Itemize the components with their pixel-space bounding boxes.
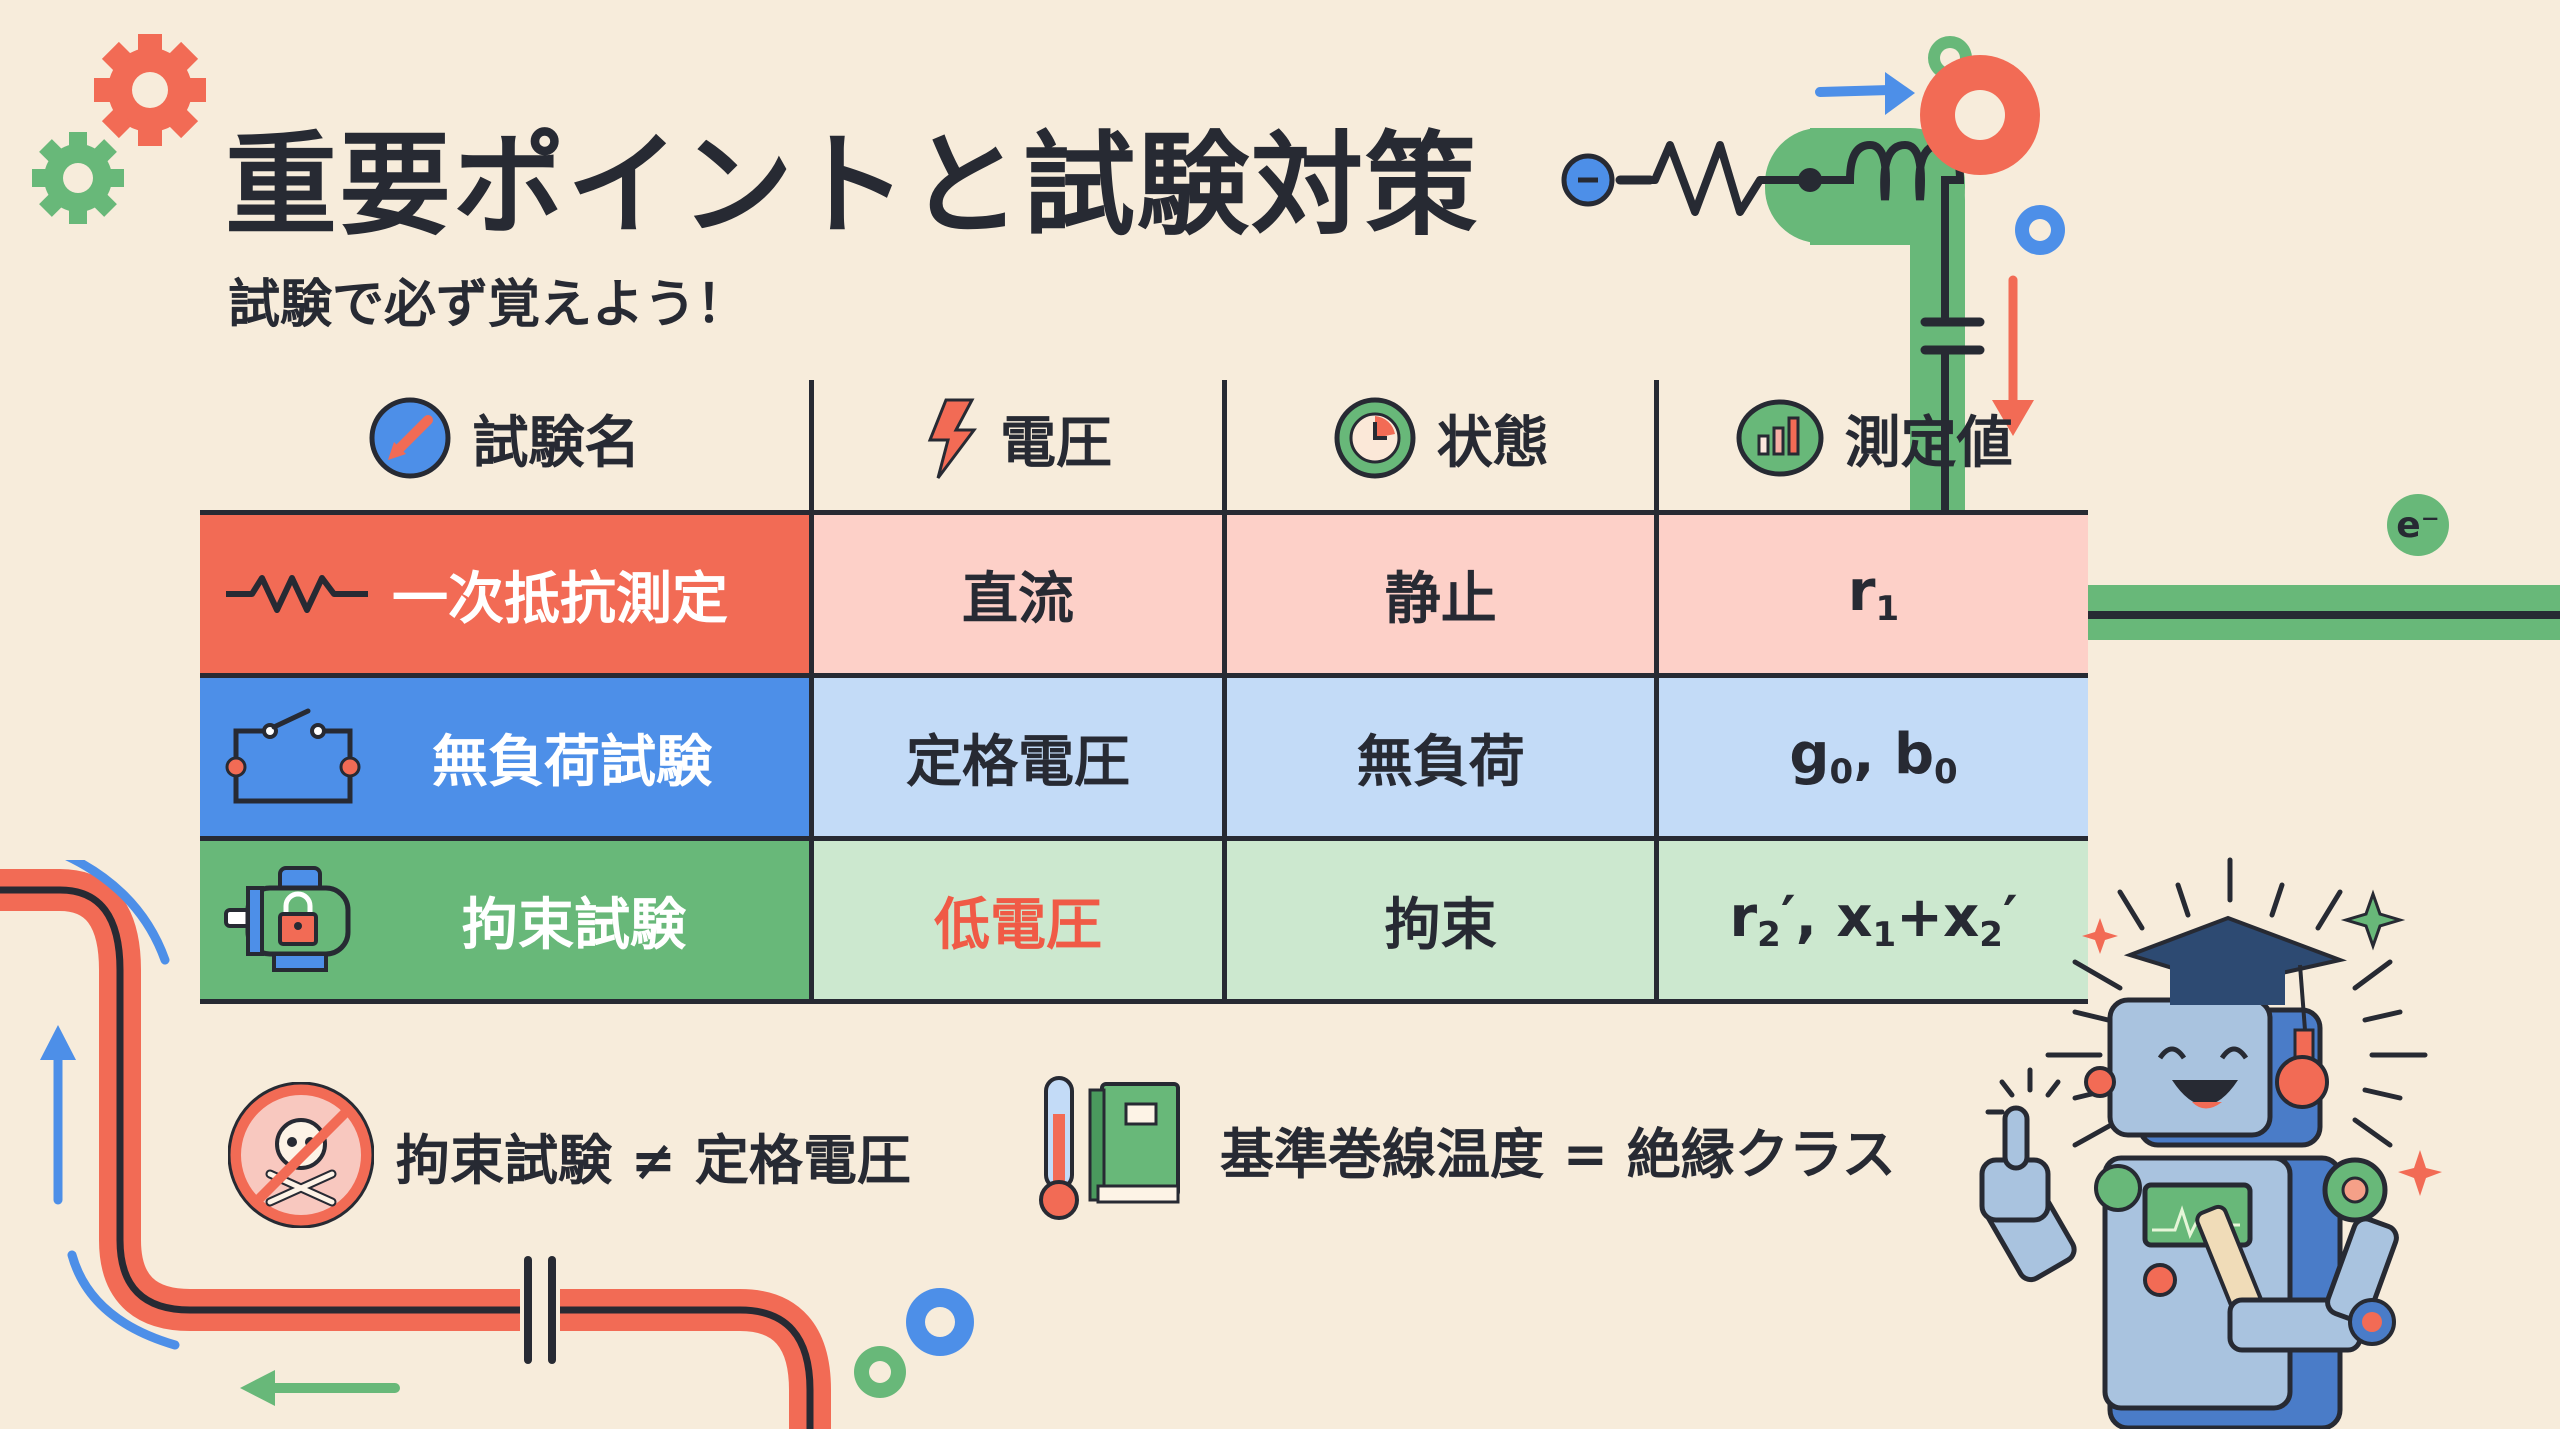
measured-value-cell: g0, b0 [1654,673,2088,841]
test-name-cell: 拘束試験 [200,836,814,1004]
electron-badge: e⁻ [2387,494,2449,556]
column-header-voltage: 電圧 [808,380,1228,515]
lightning-icon [927,398,978,479]
voltage-cell: 低電圧 [808,836,1228,1004]
page-title: 重要ポイントと試験対策 [225,121,1479,251]
column-header-label: 電圧 [1000,410,1113,476]
gear-clock-icon [1334,397,1416,479]
voltage-cell: 定格電圧 [808,673,1228,841]
pencil-icon [369,397,451,479]
table-row-primary-resistance: 一次抵抗測定 直流 静止 r1 [200,510,2088,678]
test-name-cell: 一次抵抗測定 [200,510,814,678]
note-locked-rotor: 拘束試験 ≠ 定格電圧 [228,1082,911,1228]
table-header-row: 試験名 電圧 状態 測定値 [200,380,2088,515]
test-name-label: 一次抵抗測定 [392,566,728,632]
note-reference-temperature: 基準巻線温度 = 絶縁クラス [1038,1074,1896,1224]
column-header-label: 試験名 [472,410,641,476]
table-row-no-load-test: 無負荷試験 定格電圧 無負荷 g0, b0 [200,673,2088,841]
test-name-label: 無負荷試験 [432,729,712,795]
state-cell: 静止 [1222,510,1660,678]
state-cell: 拘束 [1222,836,1660,1004]
open-switch-icon [225,708,361,804]
table-row-locked-rotor-test: 拘束試験 低電圧 拘束 r2′, x1+x2′ [200,836,2088,1004]
circuit-decoration-bottom-left [0,860,974,1429]
page-subtitle: 試験で必ず覚えよう！ [228,275,749,335]
column-header-label: 測定値 [1844,410,2013,476]
locked-motor-icon [224,866,351,972]
note-text: 拘束試験 ≠ 定格電圧 [396,1128,911,1192]
column-header-measured-value: 測定値 [1654,380,2088,515]
column-header-test-name: 試験名 [200,380,814,515]
measured-value-cell: r1 [1654,510,2088,678]
column-header-label: 状態 [1436,410,1549,476]
test-name-cell: 無負荷試験 [200,673,814,841]
voltage-cell: 直流 [808,510,1228,678]
gears-top-left-icon [32,34,206,224]
resistor-icon [226,575,368,613]
graduate-robot-mascot [1979,857,2442,1429]
bar-chart-icon [1736,399,1824,477]
test-comparison-table: 試験名 電圧 状態 測定値 一次抵抗測定 [200,380,2088,1004]
measured-value-cell: r2′, x1+x2′ [1654,836,2088,1004]
note-text: 基準巻線温度 = 絶縁クラス [1220,1122,1896,1186]
column-header-state: 状態 [1222,380,1660,515]
test-name-label: 拘束試験 [462,892,686,958]
thermometer-book-icon [1039,1076,1180,1220]
state-cell: 無負荷 [1222,673,1660,841]
no-skull-icon [228,1082,374,1228]
